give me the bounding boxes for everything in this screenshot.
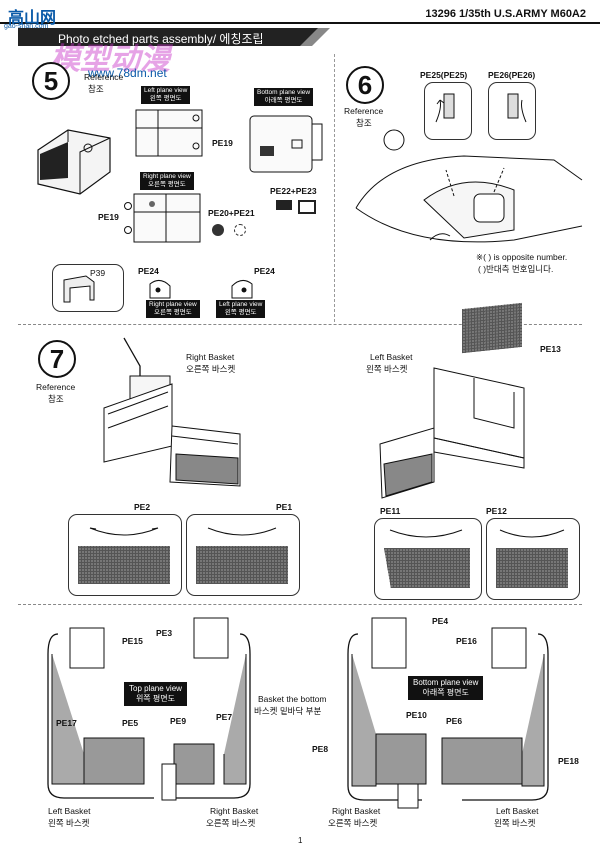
basket-bottom-label-en: Basket the bottom bbox=[258, 694, 327, 704]
bottom-plane-view-drawing bbox=[249, 115, 323, 173]
bottom-plane-basket-drawing bbox=[347, 617, 549, 809]
right-basket-label-en: Right Basket bbox=[186, 352, 235, 362]
part-pe22-pe23: PE22+PE23 bbox=[270, 186, 317, 196]
part-pe24-left: PE24 bbox=[138, 266, 159, 276]
bottom-right-basket-2-ko: 오른쪽 바스켓 bbox=[328, 818, 378, 828]
step-number-6: 6 bbox=[346, 66, 384, 104]
part-pe17: PE17 bbox=[56, 718, 77, 728]
section-title-bar bbox=[18, 28, 328, 46]
pe26-drawing bbox=[507, 93, 527, 123]
part-pe9: PE9 bbox=[170, 716, 187, 726]
part-pe4: PE4 bbox=[432, 616, 449, 626]
section-title: Photo etched parts assembly/ 에칭조립 bbox=[58, 32, 264, 46]
watermark-logo: 模型动漫 bbox=[50, 43, 170, 76]
part-pe10: PE10 bbox=[406, 710, 427, 720]
step-6-note-ko: ( )반대측 번호입니다. bbox=[478, 264, 554, 274]
part-pe20-pe21: PE20+PE21 bbox=[208, 208, 255, 218]
part-pe24-right: PE24 bbox=[254, 266, 275, 276]
part-pe2: PE2 bbox=[134, 502, 151, 512]
pe12-bend-arrow bbox=[499, 529, 565, 538]
pe2-mesh bbox=[78, 546, 170, 584]
step-7-reference-en: Reference bbox=[36, 382, 76, 392]
step-6-note-en: ※( ) is opposite number. bbox=[476, 252, 568, 262]
section-divider-2 bbox=[18, 604, 582, 605]
pe25-drawing bbox=[435, 93, 455, 123]
part-pe8: PE8 bbox=[312, 744, 329, 754]
pe23-piece bbox=[298, 200, 316, 214]
part-pe16: PE16 bbox=[456, 636, 477, 646]
part-pe13: PE13 bbox=[540, 344, 561, 354]
top-plane-basket-drawing bbox=[47, 617, 251, 801]
turret-drawing bbox=[37, 129, 111, 195]
left-basket-drawing bbox=[379, 367, 525, 499]
step-6-reference-en: Reference bbox=[344, 106, 384, 116]
part-pe26: PE26(PE26) bbox=[488, 70, 536, 80]
step-5-reference-ko: 참조 bbox=[88, 84, 104, 94]
bottom-right-basket-1-ko: 오른쪽 바스켓 bbox=[206, 818, 256, 828]
p39-drawing bbox=[63, 275, 95, 303]
step-5-reference-en: Reference bbox=[84, 72, 124, 82]
left-plane-view-drawing bbox=[135, 109, 203, 157]
right-basket-label-ko: 오른쪽 바스켓 bbox=[186, 364, 236, 374]
pe24-right-drawing bbox=[231, 280, 253, 299]
part-pe5: PE5 bbox=[122, 718, 139, 728]
part-pe3: PE3 bbox=[156, 628, 173, 638]
turret-side-drawing bbox=[355, 129, 583, 243]
step-number-7: 7 bbox=[38, 340, 76, 378]
bottom-right-basket-1-en: Right Basket bbox=[210, 806, 259, 816]
pe2-bend-arrow bbox=[89, 527, 159, 536]
pe1-bend-arrow bbox=[207, 527, 277, 536]
pe21-ring bbox=[234, 224, 246, 236]
basket-bottom-label-ko: 바스켓 밑바닥 부분 bbox=[254, 706, 322, 716]
pe1-mesh bbox=[196, 546, 288, 584]
doc-title: 13296 1/35th U.S.ARMY M60A2 bbox=[425, 8, 586, 20]
part-pe7: PE7 bbox=[216, 712, 233, 722]
bottom-left-basket-2-en: Left Basket bbox=[496, 806, 539, 816]
watermark-site-sub: gao-shan.com bbox=[4, 23, 49, 30]
step-separator bbox=[334, 54, 335, 322]
part-pe1: PE1 bbox=[276, 502, 293, 512]
part-pe25: PE25(PE25) bbox=[420, 70, 468, 80]
pe13-mesh bbox=[462, 302, 522, 354]
bottom-left-basket-1-en: Left Basket bbox=[48, 806, 91, 816]
part-pe11: PE11 bbox=[380, 506, 401, 516]
part-pe19-b: PE19 bbox=[98, 212, 119, 222]
step-6-reference-ko: 참조 bbox=[356, 118, 372, 128]
part-pe15: PE15 bbox=[122, 636, 143, 646]
header-rule bbox=[0, 22, 600, 24]
right-basket-drawing bbox=[103, 337, 241, 487]
part-pe12: PE12 bbox=[486, 506, 507, 516]
step-number-5: 5 bbox=[32, 62, 70, 100]
bottom-left-basket-1-ko: 왼쪽 바스켓 bbox=[48, 818, 90, 828]
pe20-disc bbox=[212, 224, 224, 236]
watermark-url: www.78dm.net bbox=[88, 66, 167, 80]
right-plane-view-drawing bbox=[124, 193, 201, 243]
part-p39: P39 bbox=[90, 268, 106, 278]
part-pe6: PE6 bbox=[446, 716, 463, 726]
part-pe19-a: PE19 bbox=[212, 138, 233, 148]
pe11-bend-arrow bbox=[389, 529, 463, 538]
pe11-mesh bbox=[384, 548, 470, 588]
pe24-left-drawing bbox=[149, 280, 171, 299]
left-basket-label-en: Left Basket bbox=[370, 352, 413, 362]
pe12-mesh bbox=[496, 548, 568, 588]
bottom-left-basket-2-ko: 왼쪽 바스켓 bbox=[494, 818, 536, 828]
left-basket-label-ko: 왼쪽 바스켓 bbox=[366, 364, 408, 374]
bottom-right-basket-2-en: Right Basket bbox=[332, 806, 381, 816]
page-number: 1 bbox=[298, 836, 303, 845]
step-7-reference-ko: 참조 bbox=[48, 394, 64, 404]
part-pe18: PE18 bbox=[558, 756, 579, 766]
pe22-piece bbox=[276, 200, 292, 210]
section-divider-1 bbox=[18, 324, 582, 325]
watermark-site: 高山网 bbox=[8, 10, 57, 27]
